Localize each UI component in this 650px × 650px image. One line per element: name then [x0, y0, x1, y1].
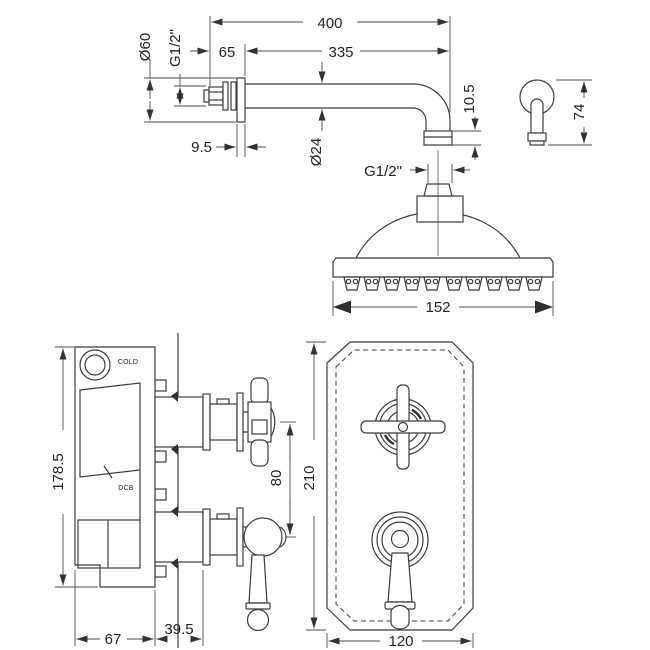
dim-head-diameter: 152: [425, 299, 450, 316]
thermostat-cross-handle-front: [360, 384, 446, 470]
diverter-lever-handle-front: [371, 511, 429, 630]
brand-label: DCB: [118, 485, 134, 492]
shower-head-front-view: G1/2" 152: [332, 150, 554, 316]
dim-body-depth: 67: [105, 631, 122, 648]
dim-pipe-diameter: Ø24: [308, 138, 325, 166]
dim-valve-height: 178.5: [50, 453, 67, 491]
valve-side-view: COLD DCB: [50, 333, 296, 648]
valve-front-plate-view: 210 120: [301, 341, 474, 650]
cold-port-label: COLD: [118, 359, 138, 366]
dim-wall-flange-height: 74: [571, 104, 588, 121]
dim-handle-centres: 80: [268, 470, 285, 487]
dim-arm-overall: 400: [317, 15, 342, 32]
dim-plate-width: 120: [388, 633, 413, 650]
wall-flange-front-view: 74: [519, 79, 592, 146]
dim-arm-inset: 65: [219, 44, 236, 61]
dim-arm-thread: G1/2": [167, 29, 184, 67]
dim-plate-height: 210: [301, 465, 318, 490]
thermostat-control-side: [154, 377, 276, 467]
shower-head-nozzles: [343, 276, 543, 291]
dim-head-thread: G1/2": [364, 163, 402, 180]
diverter-control-side: [154, 507, 287, 632]
dim-outlet-length: 10.5: [461, 84, 478, 113]
dim-valve-projection: 39.5: [164, 621, 193, 638]
shower-arm-side-view: 400 65 335 Ø60 G1/2": [137, 13, 481, 166]
dim-plate-thickness: 9.5: [191, 139, 212, 156]
dim-arm-flange-diameter: Ø60: [137, 33, 154, 61]
dim-arm-projection: 335: [328, 44, 353, 61]
